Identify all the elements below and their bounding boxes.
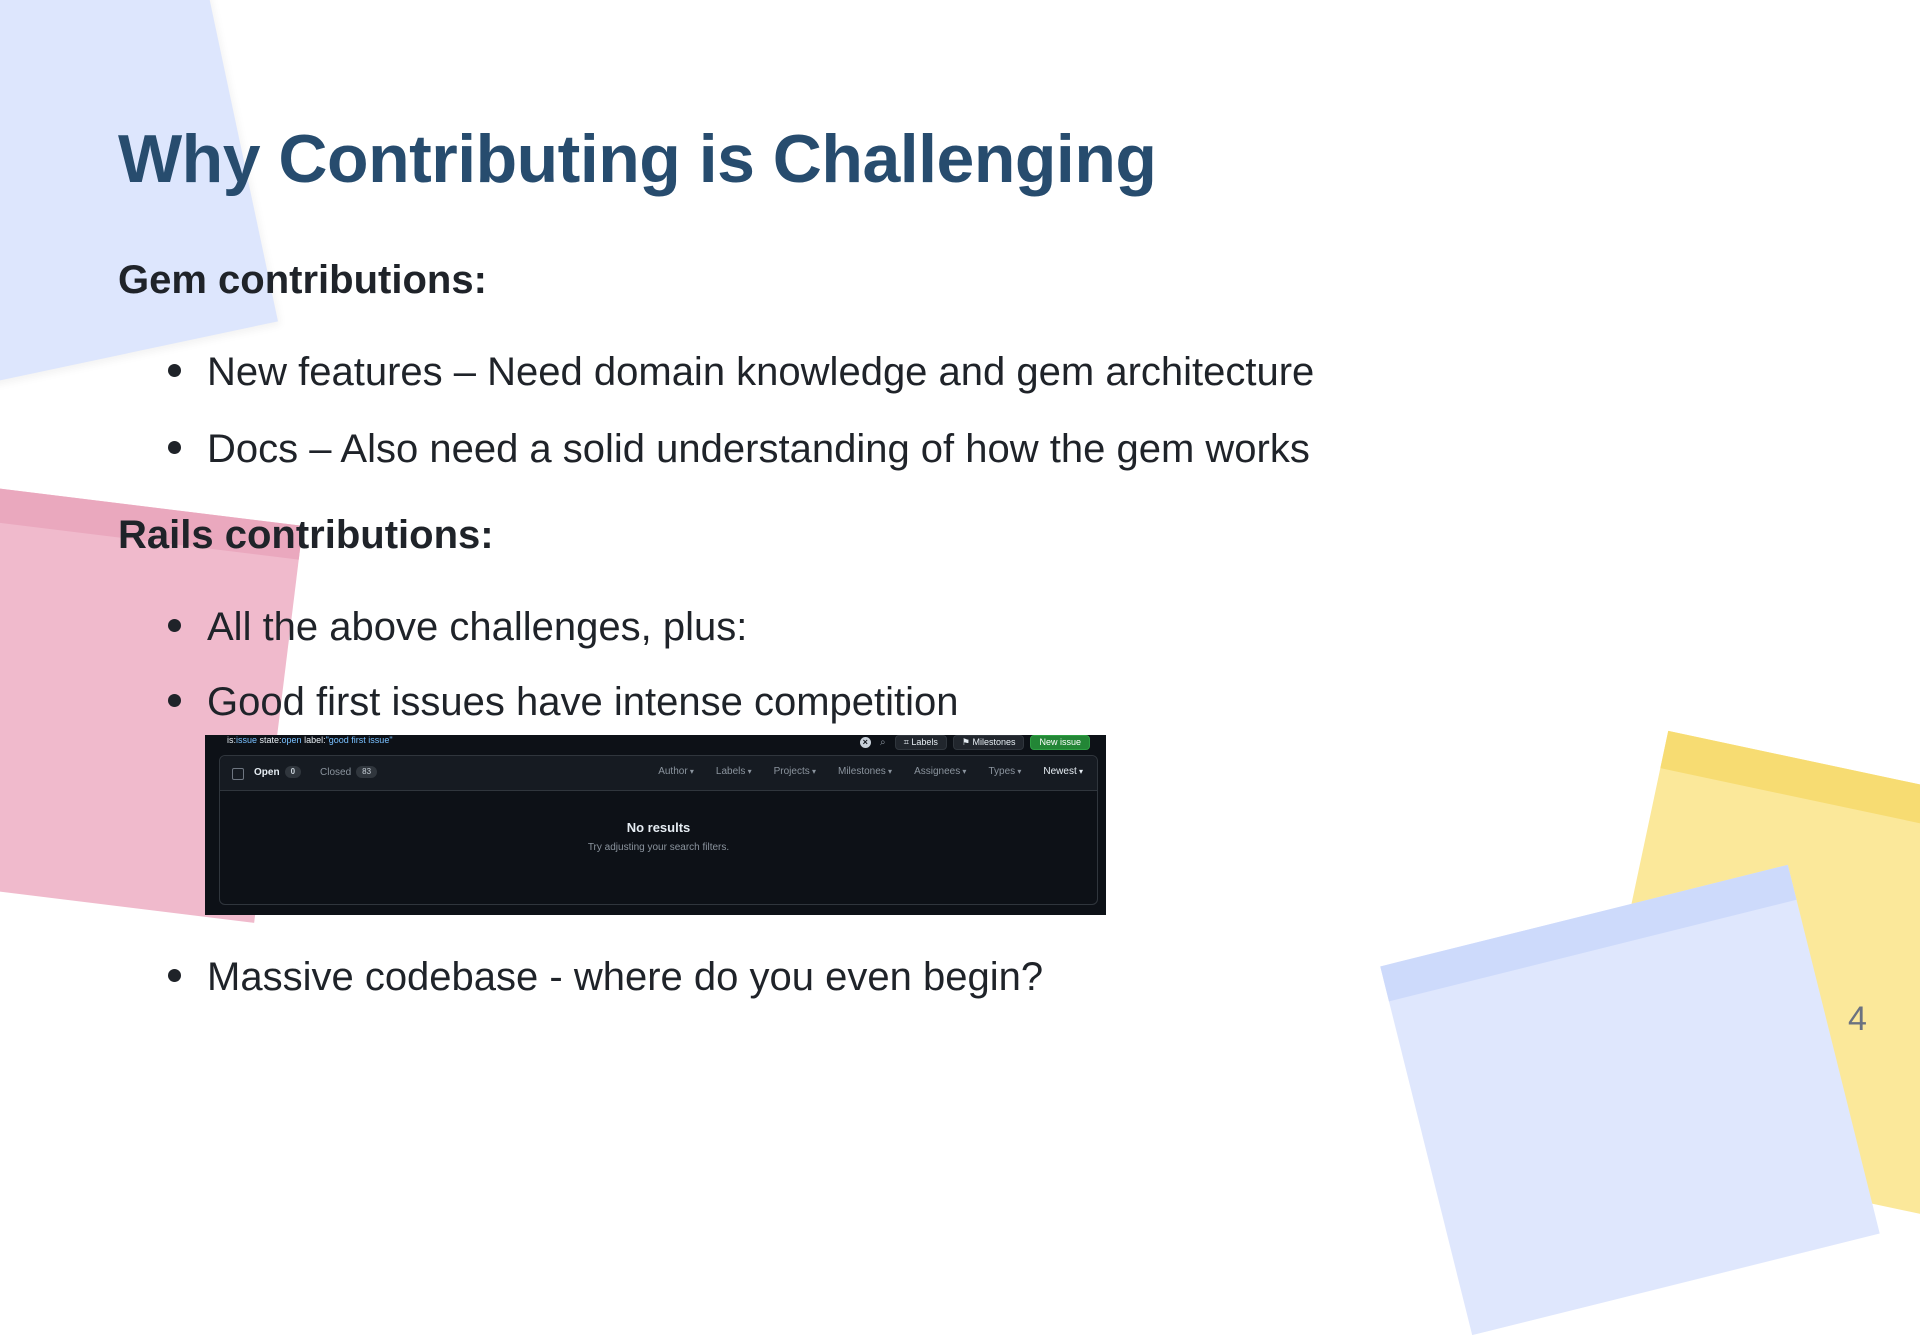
page-number: 4 bbox=[1848, 1000, 1867, 1038]
bullet-rails-competition: Good first issues have intense competiti… bbox=[168, 680, 959, 725]
bullet-dot bbox=[168, 968, 181, 982]
bullet-gem-docs: Docs – Also need a solid understanding o… bbox=[168, 427, 1310, 472]
filter-types[interactable]: Types bbox=[988, 766, 1021, 777]
closed-count-badge: 83 bbox=[356, 766, 378, 778]
milestone-icon: ⚑ bbox=[961, 737, 973, 747]
filter-projects[interactable]: Projects bbox=[774, 766, 816, 777]
clear-search-icon[interactable]: × bbox=[859, 737, 871, 748]
github-search-query[interactable]: is:issue state:open label:"good first is… bbox=[227, 735, 393, 745]
open-count-badge: 0 bbox=[284, 766, 302, 778]
tag-icon: ⌗ bbox=[903, 737, 912, 747]
bullet-text: Massive codebase - where do you even beg… bbox=[207, 955, 1044, 999]
bullet-text: Good first issues have intense competiti… bbox=[207, 680, 959, 724]
sort-newest[interactable]: Newest bbox=[1043, 766, 1083, 777]
bullet-dot bbox=[168, 618, 181, 632]
github-search-bar: is:issue state:open label:"good first is… bbox=[205, 735, 1106, 750]
bullet-text: Docs – Also need a solid understanding o… bbox=[207, 427, 1310, 471]
section-heading-gem: Gem contributions: bbox=[118, 258, 487, 302]
github-filter-bar: Author Labels Projects Milestones Assign… bbox=[658, 766, 1083, 777]
filter-labels[interactable]: Labels bbox=[716, 766, 752, 777]
bullet-rails-above: All the above challenges, plus: bbox=[168, 605, 747, 650]
bullet-dot bbox=[168, 363, 181, 377]
bullet-gem-new-features: New features – Need domain knowledge and… bbox=[168, 350, 1314, 395]
no-results-title: No results bbox=[626, 820, 691, 835]
bullet-rails-codebase: Massive codebase - where do you even beg… bbox=[168, 955, 1043, 1000]
bullet-text: New features – Need domain knowledge and… bbox=[207, 350, 1315, 394]
no-results-subtitle: Try adjusting your search filters. bbox=[587, 842, 730, 853]
bullet-dot bbox=[168, 693, 181, 707]
filter-milestones[interactable]: Milestones bbox=[838, 766, 892, 777]
github-issues-screenshot: is:issue state:open label:"good first is… bbox=[205, 735, 1106, 915]
filter-assignees[interactable]: Assignees bbox=[914, 766, 966, 777]
bullet-dot bbox=[168, 440, 181, 454]
labels-button[interactable]: ⌗ Labels bbox=[894, 735, 947, 750]
filter-author[interactable]: Author bbox=[658, 766, 694, 777]
select-all-checkbox[interactable] bbox=[232, 768, 244, 780]
search-icon[interactable]: ⌕ bbox=[879, 736, 886, 748]
slide: Why Contributing is Challenging Gem cont… bbox=[0, 0, 1920, 1080]
milestones-button[interactable]: ⚑ Milestones bbox=[952, 735, 1025, 750]
new-issue-button[interactable]: New issue bbox=[1030, 735, 1090, 750]
section-heading-rails: Rails contributions: bbox=[118, 513, 494, 557]
bullet-text: All the above challenges, plus: bbox=[207, 605, 748, 649]
slide-title: Why Contributing is Challenging bbox=[118, 121, 1157, 197]
